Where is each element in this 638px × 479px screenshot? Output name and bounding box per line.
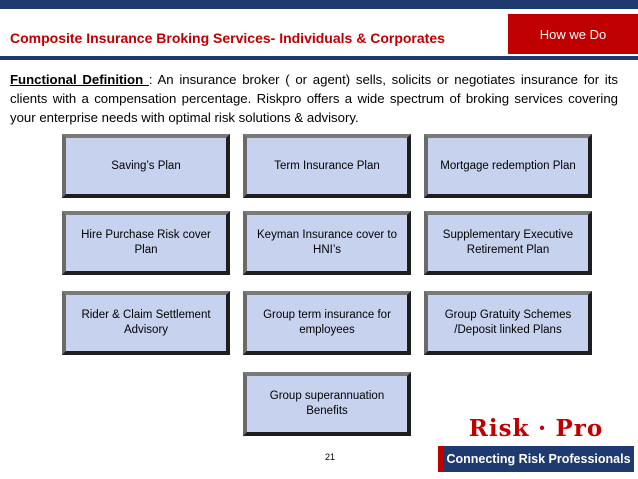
riskpro-logo: Risk · Pro Connecting Risk Professionals: [438, 410, 638, 479]
plan-box-term-insurance: Term Insurance Plan: [243, 134, 411, 198]
plan-box-group-term: Group term insurance for employees: [243, 291, 411, 355]
top-bar: [0, 0, 638, 9]
plan-box-savings: Saving’s Plan: [62, 134, 230, 198]
plan-box-mortgage-redemption: Mortgage redemption Plan: [424, 134, 592, 198]
plan-box-rider-claim: Rider & Claim Settlement Advisory: [62, 291, 230, 355]
logo-pro: Pro: [555, 414, 604, 442]
plan-box-group-gratuity: Group Gratuity Schemes /Deposit linked P…: [424, 291, 592, 355]
page-title: Composite Insurance Broking Services- In…: [10, 30, 445, 46]
plan-box-group-superannuation: Group superannuation Benefits: [243, 372, 411, 436]
logo-risk: Risk: [468, 414, 530, 442]
logo-wordmark: Risk · Pro: [438, 412, 634, 444]
functional-definition: Functional Definition : An insurance bro…: [10, 70, 618, 127]
section-badge: How we Do: [508, 14, 638, 54]
plan-box-supplementary-retirement: Supplementary Executive Retirement Plan: [424, 211, 592, 275]
header-divider: [0, 56, 638, 60]
plan-box-hire-purchase: Hire Purchase Risk cover Plan: [62, 211, 230, 275]
logo-dot: ·: [537, 414, 547, 442]
plan-box-keyman-insurance: Keyman Insurance cover to HNI’s: [243, 211, 411, 275]
definition-text: : An insurance broker ( or agent) sells,…: [10, 72, 618, 125]
page-number: 21: [325, 452, 336, 462]
logo-tagline: Connecting Risk Professionals: [438, 446, 634, 472]
definition-term: Functional Definition: [10, 72, 149, 87]
